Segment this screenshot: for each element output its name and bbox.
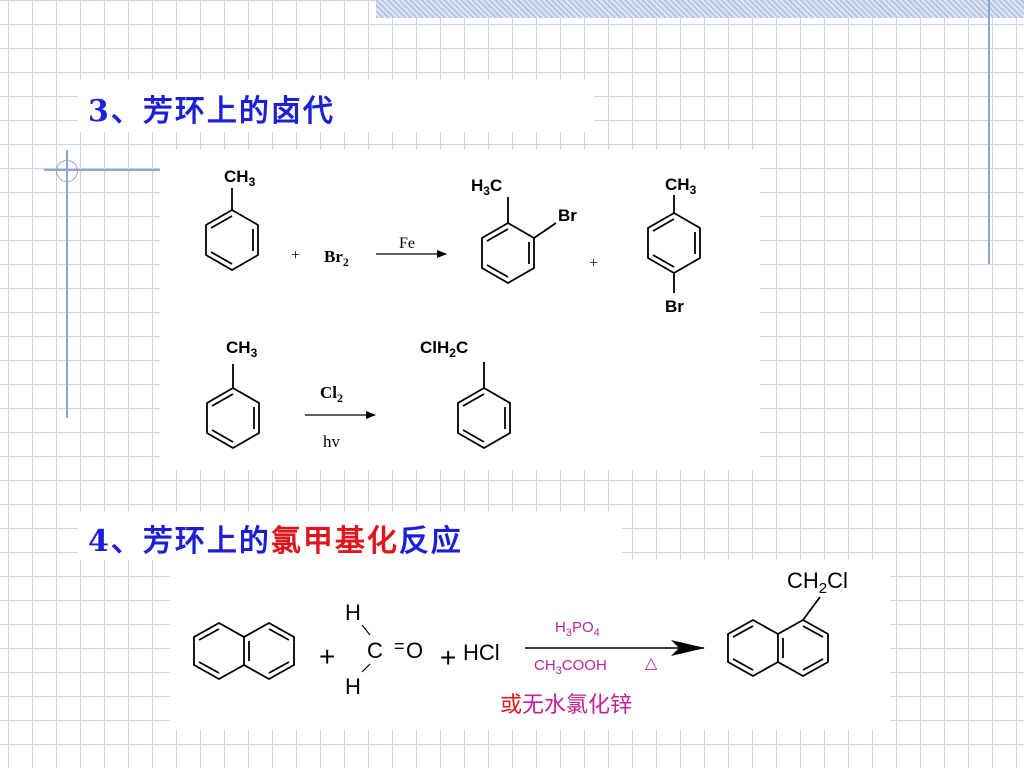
r1-reactant-methyl: CH3 <box>224 167 256 189</box>
section4-title-pre: 、芳环上的 <box>110 524 271 559</box>
r2-chlorine-reagent: Cl2 <box>320 383 343 405</box>
r2-condition-hv: hv <box>323 432 341 451</box>
formaldehyde-h-top: H <box>345 600 361 625</box>
r1-product2-bromo: Br <box>665 297 684 316</box>
chloromethyl-naphthalene-product <box>727 596 829 678</box>
r3-product-chloromethyl: CH2Cl <box>787 568 848 597</box>
formaldehyde-h-bottom: H <box>345 674 361 699</box>
frame-line-left <box>66 150 68 418</box>
toluene-ring-1 <box>205 188 259 272</box>
r1-bromine-reagent: Br2 <box>324 247 349 269</box>
section4-heading: 4、芳环上的氯甲基化反应 <box>88 516 463 560</box>
r3-alt-zncl2: 无水氯化锌 <box>522 693 632 718</box>
r3-hcl: HCl <box>463 640 500 665</box>
r3-plus-1: + <box>319 641 335 672</box>
section3-title: 、芳环上的卤代 <box>110 94 335 129</box>
frame-line-right <box>988 0 990 264</box>
r1-product1-bromo: Br <box>558 206 577 225</box>
reaction3-panel <box>170 560 890 730</box>
o-bromotoluene-ring <box>481 197 557 285</box>
r3-alternative-catalyst: 或无水氯化锌 <box>500 693 632 718</box>
heading3-panel <box>78 80 594 132</box>
section4-title-highlight: 氯甲基化 <box>270 524 399 559</box>
r1-plus-2: + <box>589 255 598 272</box>
r2-reactant-methyl: CH3 <box>226 338 258 360</box>
formaldehyde: H C = O H <box>345 600 423 699</box>
r1-product1-methyl: H3C <box>471 176 502 198</box>
r2-product-chloromethyl: ClH2C <box>420 338 468 360</box>
p-bromotoluene-ring <box>647 195 701 293</box>
benzyl-chloride-ring <box>457 362 511 450</box>
r1-plus-1: + <box>291 247 300 264</box>
formaldehyde-oxygen: O <box>406 638 423 663</box>
reaction-panel <box>160 150 760 470</box>
r3-plus-2: + <box>440 642 456 673</box>
frame-ring-ornament <box>56 160 78 182</box>
section3-heading: 3、芳环上的卤代 <box>88 86 335 130</box>
r3-catalyst-h3po4: H3PO4 <box>555 619 600 639</box>
section4-number: 4 <box>88 524 111 559</box>
formaldehyde-carbon: C <box>367 638 383 663</box>
formaldehyde-double-bond: = <box>394 636 405 656</box>
heading4-panel <box>78 512 622 560</box>
r3-alt-or: 或 <box>500 693 522 718</box>
section4-title-post: 反应 <box>398 524 463 559</box>
r1-catalyst-fe: Fe <box>399 235 415 252</box>
r3-heat-symbol: △ <box>645 655 658 672</box>
r3-catalyst-acetic-acid: CH3COOH <box>534 657 607 677</box>
top-pattern-band <box>376 0 1024 18</box>
r1-product2-methyl: CH3 <box>665 175 697 197</box>
section3-number: 3 <box>88 94 111 129</box>
naphthalene-reactant <box>193 621 295 681</box>
toluene-ring-2 <box>206 364 260 450</box>
